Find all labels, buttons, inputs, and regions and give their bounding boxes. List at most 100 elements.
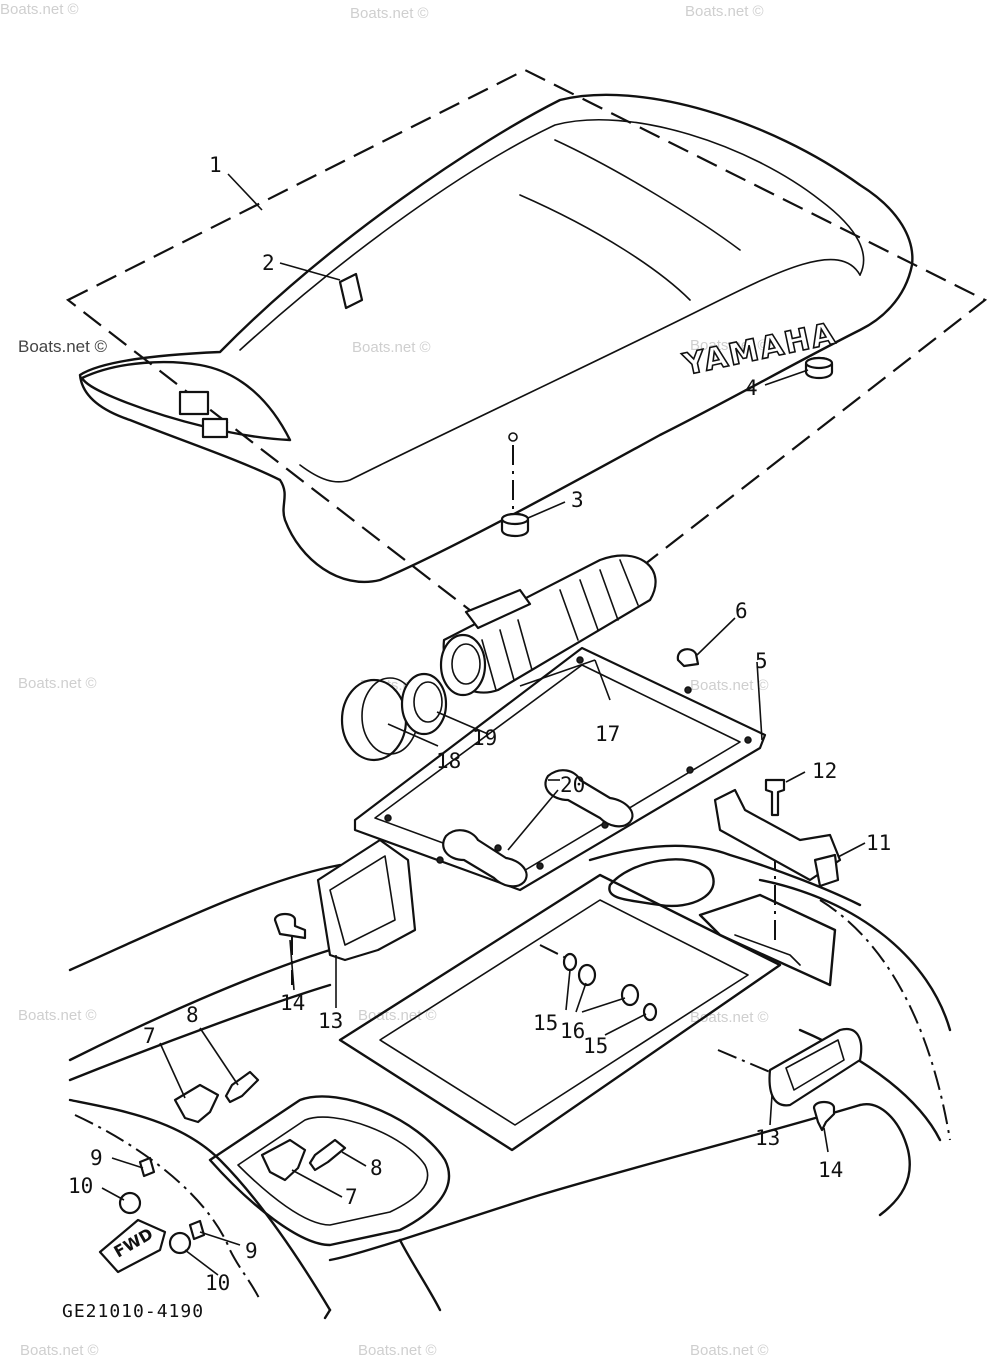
hinge-bracket-13-right [768,1027,863,1107]
latch-11 [713,788,842,882]
deck-bow-centerline [74,1114,261,1301]
washer-15 [642,1002,658,1022]
leader-line-7a [159,1042,186,1099]
callout-19: 19 [472,726,497,750]
seat-latch-block [178,390,210,416]
deck-recess-main-inner [379,899,749,1126]
callout-15b: 15 [583,1034,608,1058]
callout-2: 2 [262,251,275,275]
leader-line-4 [764,369,809,386]
clip-6 [676,648,700,668]
seat-center-panel [519,139,741,301]
leader-line-17 [594,659,611,701]
nut-16 [577,963,597,987]
tray-screw [684,686,692,694]
deck-bow-left [68,1098,332,1312]
deck-front-pod [208,1095,451,1247]
spacer-20-front [442,829,528,888]
leader-lines [101,173,866,1276]
deck-axis-13-right [717,1049,771,1073]
bolt-14-left [273,912,307,940]
callout-18: 18 [436,749,461,773]
callout-9a: 9 [90,1146,103,1170]
bolt-14-right [812,1100,836,1132]
deck-front-pod-inner [237,1116,429,1226]
hinge-bracket-13-left [316,838,417,962]
deck-bow-lower [328,1103,862,1262]
seat-assembly: YAMAHA [65,68,988,657]
leader-line-7b [291,1169,343,1198]
leader-line-14a [289,939,295,991]
tray-screw [536,862,544,870]
watermark: Boats.net © [690,1342,769,1358]
leader-line-11 [837,842,866,858]
housing-17-bracket [464,588,532,630]
leader-line-17b [519,659,596,687]
leader-line-15a [565,969,571,1011]
leader-line-20b [507,789,559,851]
callout-17: 17 [595,722,620,746]
hull-deck [68,844,952,1320]
watermark: Boats.net © [358,1007,437,1024]
nut-16 [620,983,640,1007]
tray-screw [494,844,502,852]
callout-1: 1 [209,153,222,177]
tray-screw [744,736,752,744]
callout-16: 16 [560,1019,585,1043]
callout-15a: 15 [533,1011,558,1035]
housing-17-bore-inner [451,643,481,685]
forward-arrow-icon: FWD [98,1218,167,1274]
tray-screw [436,856,444,864]
seat-top-contour [239,118,865,351]
bolt-8-upper [224,1070,260,1104]
leader-line-9a [111,1157,144,1169]
callout-14a: 14 [280,991,305,1015]
deck-outline-upper [68,844,862,972]
watermark: Boats.net © [690,677,769,694]
hinge-bracket-13-right-window [785,1039,845,1091]
callout-8b: 8 [370,1156,383,1180]
deck-recess-rear [608,858,715,908]
leader-line-10a [101,1187,125,1201]
bolt-12 [764,778,786,817]
deck-bow-tip [323,1238,442,1320]
latch-11-hook [813,853,840,888]
callout-12: 12 [812,759,837,783]
callout-4: 4 [745,376,758,400]
callout-8a: 8 [186,1003,199,1027]
leader-line-5 [756,661,763,741]
callout-7a: 7 [143,1024,156,1048]
leader-line-8b [341,1151,367,1167]
watermark: Boats.net © [690,1009,769,1026]
deck-recess-main [338,873,782,1152]
watermark: Boats.net © [358,1342,437,1358]
leader-line-10b [184,1249,219,1276]
seat-storage-opening [80,360,292,442]
leader-line-16a [575,982,587,1013]
leader-line-14b [823,1127,829,1153]
leader-line-18 [387,723,439,747]
watermark: Boats.net © [690,337,769,354]
deck-hull-edge-right [819,899,951,1141]
leader-line-16b [581,997,626,1013]
callout-6: 6 [735,599,748,623]
deck-axis-15 [539,944,567,959]
seat-assembly-boundary [65,68,988,657]
watermark: Boats.net © [352,339,431,356]
leader-line-2 [279,262,341,281]
callout-20: 20 [560,773,585,797]
watermark: Boats.net © [18,675,97,692]
deck-recess-step [698,893,837,987]
watermark: Boats.net © [18,1007,97,1024]
drawing-code: GE21010-4190 [62,1301,204,1322]
callout-9b: 9 [245,1239,258,1263]
leader-line-3 [527,501,566,519]
storage-tray-assembly [340,554,767,892]
watermark: Boats.net © [0,1,79,18]
hardware: FWD [98,778,863,1274]
callout-3: 3 [571,488,584,512]
callout-10b: 10 [205,1271,230,1295]
o-ring-19-inner [413,681,443,723]
callout-7b: 7 [345,1185,358,1209]
